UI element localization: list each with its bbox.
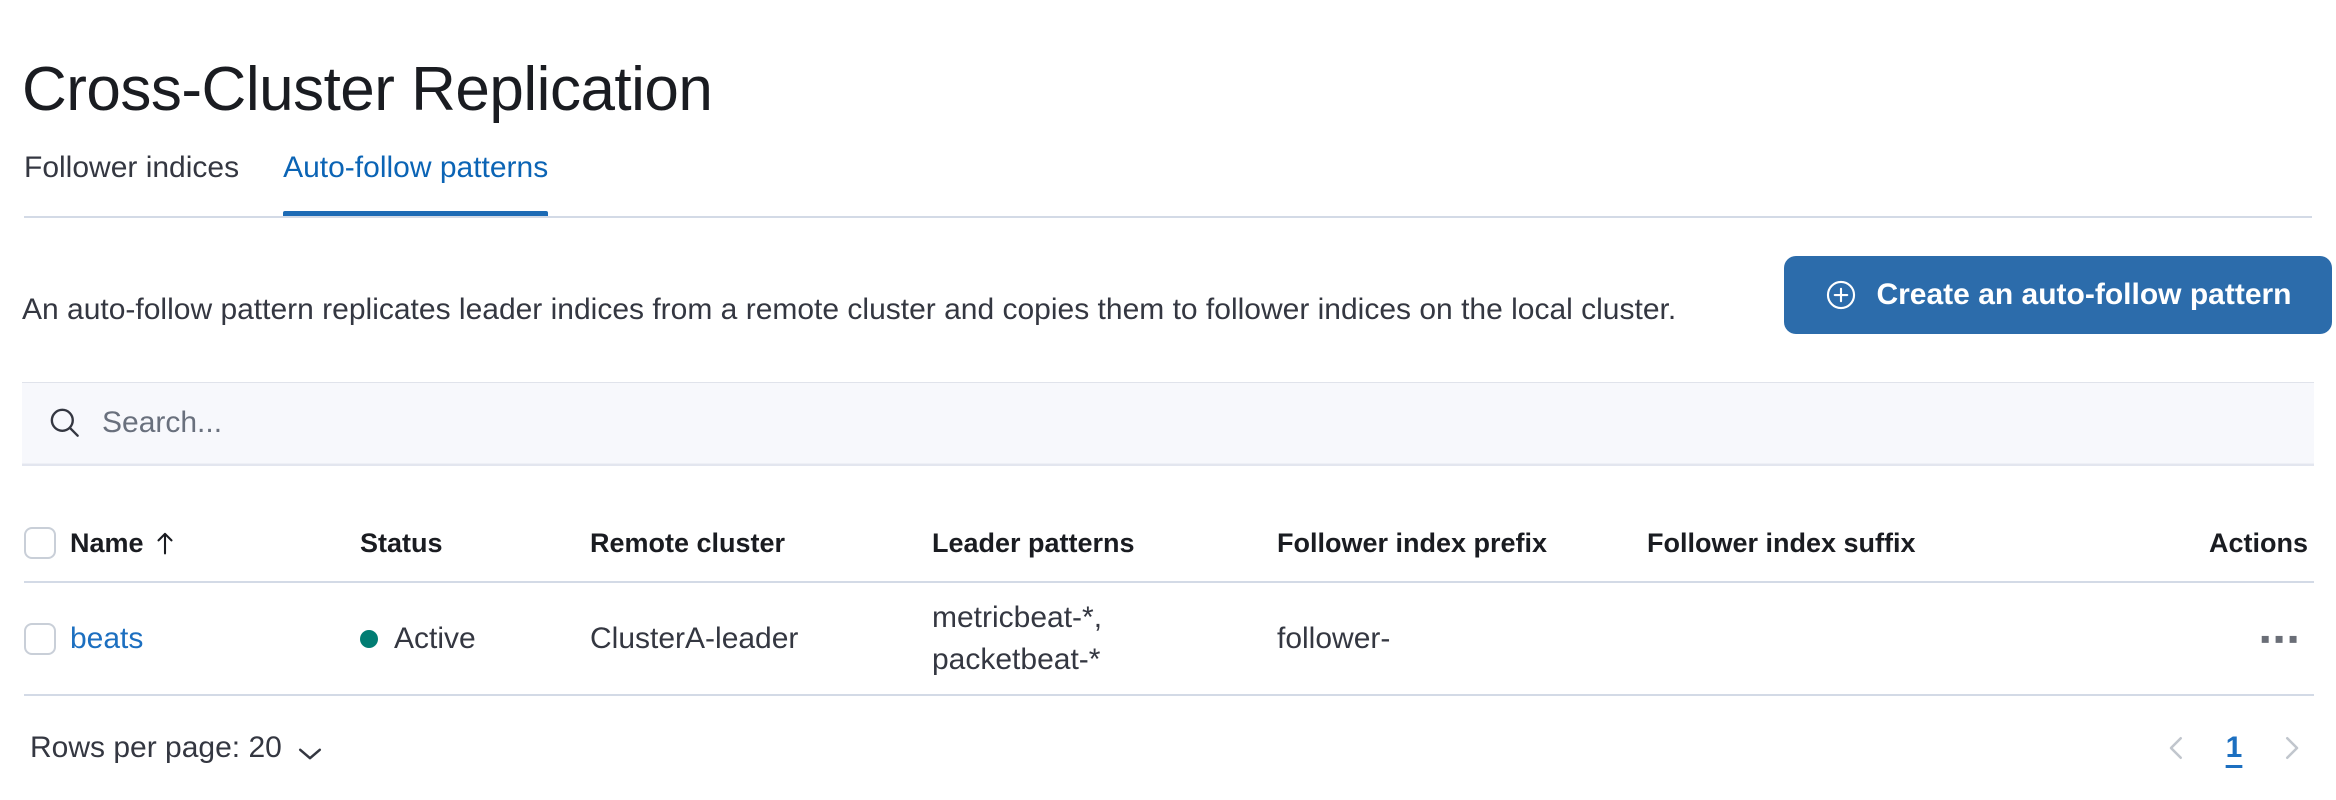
column-header-leader-patterns-label: Leader patterns <box>932 527 1135 558</box>
column-header-follower-index-suffix-label: Follower index suffix <box>1647 527 1916 558</box>
chevron-left-icon[interactable] <box>2160 731 2194 765</box>
tab-follower-indices[interactable]: Follower indices <box>24 150 239 218</box>
search-input[interactable]: Search... <box>22 382 2314 466</box>
column-header-follower-index-suffix[interactable]: Follower index suffix <box>1647 528 2047 559</box>
page-title: Cross-Cluster Replication <box>22 54 713 124</box>
leader-patterns-value: metricbeat-*, packetbeat-* <box>932 600 1103 676</box>
table-footer: Rows per page: 20 1 <box>24 700 2314 796</box>
select-all-checkbox[interactable] <box>24 527 56 559</box>
tab-auto-follow-patterns-label: Auto-follow patterns <box>283 151 549 184</box>
follower-index-prefix-value: follower- <box>1277 621 1391 655</box>
column-header-leader-patterns[interactable]: Leader patterns <box>932 528 1277 559</box>
row-actions-menu-icon[interactable]: ▪▪▪ <box>2254 621 2308 657</box>
column-header-remote-cluster-label: Remote cluster <box>590 527 786 558</box>
chevron-down-icon <box>296 738 324 760</box>
column-header-name[interactable]: Name <box>70 528 360 559</box>
plus-in-circle-icon <box>1824 278 1858 312</box>
cell-leader-patterns: metricbeat-*, packetbeat-* <box>932 597 1277 681</box>
cell-remote-cluster: ClusterA-leader <box>590 618 932 660</box>
search-placeholder: Search... <box>102 406 223 439</box>
chevron-right-icon[interactable] <box>2274 731 2308 765</box>
search-icon <box>46 404 84 442</box>
pattern-name-link[interactable]: beats <box>70 621 144 655</box>
tab-bar-divider <box>24 216 2312 218</box>
select-all-checkbox-cell <box>24 527 70 559</box>
status-label: Active <box>394 621 476 655</box>
row-checkbox-cell <box>24 622 70 655</box>
remote-cluster-value: ClusterA-leader <box>590 621 799 655</box>
column-header-status[interactable]: Status <box>360 528 590 559</box>
pagination: 1 <box>2160 731 2314 765</box>
column-header-name-label: Name <box>70 527 144 558</box>
table-row: beats Active ClusterA-leader metricbeat-… <box>24 583 2314 696</box>
tab-auto-follow-patterns[interactable]: Auto-follow patterns <box>283 150 549 218</box>
cell-status: Active <box>360 622 590 656</box>
cell-actions: ▪▪▪ <box>2047 621 2314 657</box>
tab-bar: Follower indices Auto-follow patterns <box>24 140 549 218</box>
cell-follower-index-prefix: follower- <box>1277 618 1647 660</box>
rows-per-page-label: Rows per page: 20 <box>30 731 282 764</box>
pagination-page-1[interactable]: 1 <box>2225 731 2243 764</box>
column-header-actions-label: Actions <box>2208 527 2308 558</box>
page-description: An auto-follow pattern replicates leader… <box>22 293 1677 326</box>
column-header-follower-index-prefix-label: Follower index prefix <box>1277 527 1548 558</box>
status-indicator-dot <box>360 629 378 648</box>
tab-follower-indices-label: Follower indices <box>24 151 240 184</box>
create-auto-follow-pattern-button[interactable]: Create an auto-follow pattern <box>1784 256 2332 334</box>
column-header-follower-index-prefix[interactable]: Follower index prefix <box>1277 528 1647 559</box>
column-header-remote-cluster[interactable]: Remote cluster <box>590 528 932 559</box>
column-header-actions: Actions <box>2047 528 2314 559</box>
auto-follow-patterns-table: Name Status Remote cluster Leader patter… <box>24 505 2314 696</box>
cell-name: beats <box>70 622 360 656</box>
table-header-row: Name Status Remote cluster Leader patter… <box>24 505 2314 583</box>
sort-ascending-icon <box>154 530 176 556</box>
rows-per-page-selector[interactable]: Rows per page: 20 <box>24 731 324 765</box>
row-select-checkbox[interactable] <box>24 622 56 655</box>
column-header-status-label: Status <box>360 527 443 558</box>
create-auto-follow-pattern-label: Create an auto-follow pattern <box>1876 278 2292 311</box>
